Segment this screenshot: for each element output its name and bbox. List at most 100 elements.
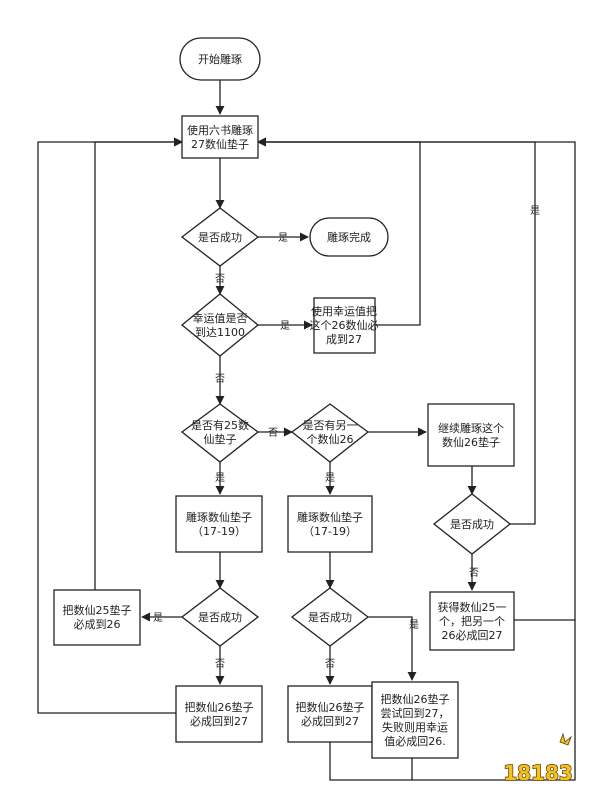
node-label-line: （17-19） xyxy=(303,525,357,538)
node-has-other-26 xyxy=(290,403,370,463)
label-success-b: 是否成功 xyxy=(308,611,352,624)
node-label-line: 必成回到27 xyxy=(190,715,248,728)
edge-labels: 是 否 是 否 否 是 是 是 否 是 否 否 是 xyxy=(153,205,540,670)
node-success-a xyxy=(180,587,260,647)
node-label-line: 是否成功 xyxy=(450,518,494,531)
edge-label-no-get25: 否 xyxy=(469,567,479,579)
label-done: 雕琢完成 xyxy=(327,230,371,244)
label-has-25: 是否有25数仙垫子 xyxy=(191,418,249,446)
edges xyxy=(37,80,576,781)
node-label-line: 把数仙26垫子 xyxy=(381,692,450,706)
node-label-line: 开始雕琢 xyxy=(198,52,242,66)
node-carve-b xyxy=(287,495,373,553)
node-has-25 xyxy=(180,403,260,463)
edge-get25-to-use xyxy=(257,137,576,621)
label-back-27-b: 把数仙26垫子必成回到27 xyxy=(296,700,365,728)
node-get-25 xyxy=(429,591,515,651)
node-label-line: 数仙26垫子 xyxy=(442,435,500,449)
node-label-line: 雕琢数仙垫子 xyxy=(297,510,363,524)
node-label-line: 把数仙25垫子 xyxy=(63,603,132,617)
label-continue-26: 继续雕琢这个数仙26垫子 xyxy=(438,421,504,449)
label-success-1: 是否成功 xyxy=(198,231,242,244)
label-start: 开始雕琢 xyxy=(198,52,242,66)
edge-successright-to-use xyxy=(257,137,536,525)
node-label-line: 把数仙26垫子 xyxy=(185,700,254,714)
edge-make25-to-use xyxy=(94,137,183,590)
label-success-right: 是否成功 xyxy=(450,518,494,531)
node-label-line: 26必成回27 xyxy=(442,629,503,642)
edge-label-no-back27a: 否 xyxy=(215,658,225,670)
edge-successb-to-tryback xyxy=(368,616,417,681)
logo-text: 18183 xyxy=(503,761,573,785)
node-label-line: 是否成功 xyxy=(308,611,352,624)
node-label-line: 获得数仙25一 xyxy=(438,601,507,614)
label-success-a: 是否成功 xyxy=(198,611,242,624)
node-label-line: 必成到26 xyxy=(74,618,121,631)
edge-label-yes-make25: 是 xyxy=(153,612,163,624)
node-label-line: 失败则用幸运 xyxy=(382,720,448,734)
node-label-line: 使用六书雕琢 xyxy=(187,123,253,137)
edge-label-yes-useluck: 是 xyxy=(280,320,290,332)
node-label-line: 把数仙26垫子 xyxy=(296,700,365,714)
label-carve-a: 雕琢数仙垫子（17-19） xyxy=(186,510,252,538)
edge-label-no-back27b: 否 xyxy=(325,658,335,670)
edge-back27a-to-use xyxy=(37,137,183,714)
edge-label-no-hasother: 否 xyxy=(268,427,278,439)
label-use-luck: 使用幸运值把这个26数仙必成到27 xyxy=(310,304,379,346)
site-logo: 18183 xyxy=(503,732,573,786)
node-label-line: 必成回到27 xyxy=(301,715,359,728)
label-try-back-27: 把数仙26垫子尝试回到27，失败则用幸运值必成回26. xyxy=(381,692,450,748)
edge-label-yes-carvea: 是 xyxy=(215,472,225,484)
node-label-line: 到达1100 xyxy=(195,326,245,339)
label-back-27-a: 把数仙26垫子必成回到27 xyxy=(185,700,254,728)
edge-label-yes-successright: 是 xyxy=(530,205,540,217)
edge-label-yes-tryback: 是 xyxy=(409,619,419,631)
node-label-line: 是否有25数 xyxy=(191,418,249,432)
node-label-line: 幸运值是否 xyxy=(193,312,248,325)
node-label-line: 雕琢完成 xyxy=(327,230,371,244)
label-make-25-to-26: 把数仙25垫子必成到26 xyxy=(63,603,132,631)
edge-label-no-luck: 否 xyxy=(215,273,225,285)
label-luck-check: 幸运值是否到达1100 xyxy=(193,312,248,339)
node-done xyxy=(309,217,389,257)
node-luck-check xyxy=(180,293,260,357)
label-carve-b: 雕琢数仙垫子（17-19） xyxy=(297,510,363,538)
node-back-27-b xyxy=(287,685,373,743)
node-label-line: 雕琢数仙垫子 xyxy=(186,510,252,524)
node-label-line: 是否成功 xyxy=(198,231,242,244)
edge-bottom-join xyxy=(329,620,576,781)
logo-burst-icon xyxy=(559,732,572,746)
node-make-25-to-26 xyxy=(53,589,141,646)
node-label-line: 是否成功 xyxy=(198,611,242,624)
node-label-line: 尝试回到27， xyxy=(381,707,450,720)
node-use-six-books xyxy=(181,115,259,159)
label-has-other-26: 是否有另一个数仙26 xyxy=(303,418,358,446)
edge-label-yes-done: 是 xyxy=(278,232,288,244)
node-label-line: 这个26数仙必 xyxy=(310,318,379,332)
node-success-b xyxy=(290,587,370,647)
node-label-line: 使用幸运值把 xyxy=(311,304,377,318)
node-back-27-a xyxy=(175,685,263,743)
node-label-line: 继续雕琢这个 xyxy=(438,421,504,435)
node-success-1 xyxy=(180,207,260,267)
node-label-line: 值必成回26. xyxy=(384,735,446,748)
node-start xyxy=(179,37,261,81)
node-success-right xyxy=(432,493,512,555)
node-label-line: 个数仙26 xyxy=(307,433,354,446)
edge-label-yes-carveb: 是 xyxy=(325,472,335,484)
node-carve-a xyxy=(175,495,263,553)
edge-label-no-has25: 否 xyxy=(215,373,225,385)
node-label-line: 是否有另一 xyxy=(303,418,358,432)
node-try-back-27 xyxy=(371,681,459,759)
node-shapes xyxy=(53,37,515,759)
node-label-line: 成到27 xyxy=(326,333,362,346)
node-label-line: 个，把另一个 xyxy=(439,614,505,628)
node-use-luck xyxy=(313,297,376,354)
node-label-line: （17-19） xyxy=(192,525,246,538)
node-label-line: 27数仙垫子 xyxy=(191,137,249,151)
